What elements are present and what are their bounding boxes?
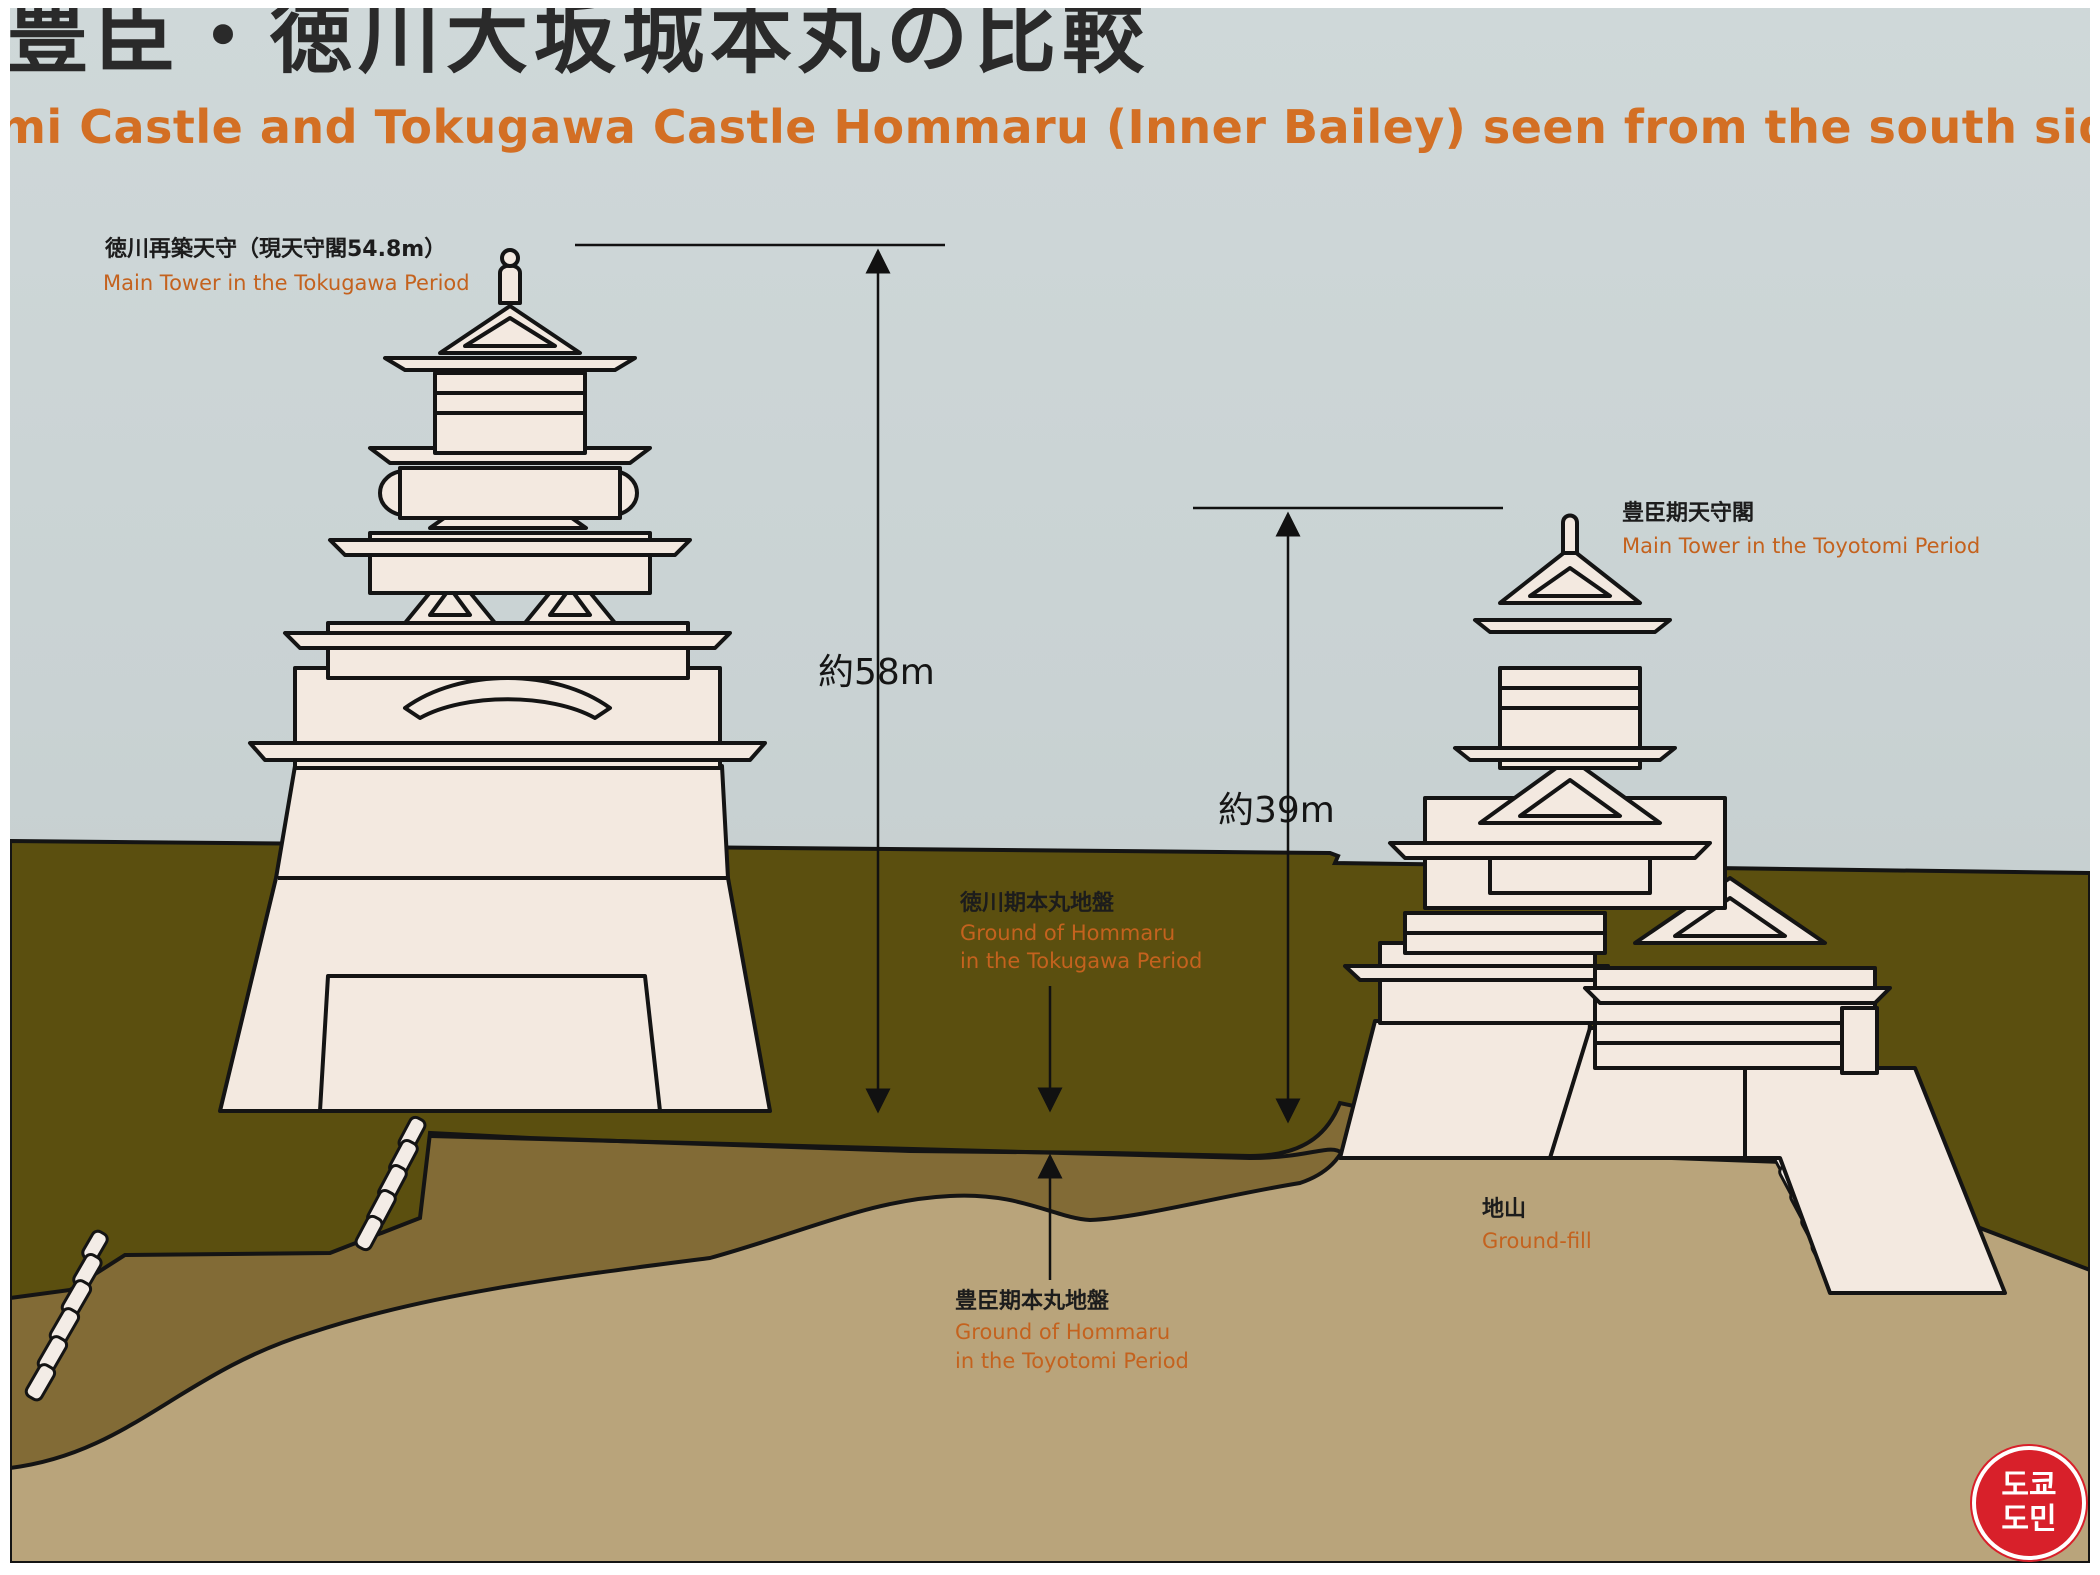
castle-cross-section	[10, 243, 2090, 1563]
tokugawa-ground-label-en-1: Ground of Hommaru	[960, 921, 1176, 945]
toyotomi-ground-label-jp: 豊臣期本丸地盤	[955, 1289, 1110, 1314]
toyotomi-ground-label-en-2: in the Toyotomi Period	[955, 1349, 1189, 1373]
stone-wall-middle	[354, 1115, 427, 1252]
watermark-badge: 도쿄 도민	[1972, 1446, 2086, 1560]
title-japanese: 豊臣・徳川大坂城本丸の比較	[10, 8, 1151, 85]
ground-fill-label-jp: 地山	[1482, 1197, 1527, 1222]
toyotomi-tower-label-en: Main Tower in the Toyotomi Period	[1622, 534, 1981, 558]
tokugawa-ground-label-en-2: in the Tokugawa Period	[960, 949, 1203, 973]
toyotomi-castle	[1338, 513, 2007, 1295]
watermark-line-1: 도쿄	[2001, 1468, 2057, 1503]
ground-fill-label-en: Ground-fill	[1482, 1229, 1592, 1253]
toyotomi-ground-line	[429, 1134, 1344, 1161]
stone-wall-left	[24, 1229, 109, 1402]
toyotomi-ground-label-en-1: Ground of Hommaru	[955, 1320, 1171, 1344]
tokugawa-ground-label-jp: 徳川期本丸地盤	[960, 891, 1115, 916]
diagram-panel: 豊臣・徳川大坂城本丸の比較 mi Castle and Tokugawa Cas…	[10, 8, 2090, 1563]
tokugawa-castle	[218, 248, 772, 1113]
toyotomi-tower-label-jp: 豊臣期天守閣	[1622, 501, 1755, 526]
watermark-line-2: 도민	[2001, 1502, 2057, 1537]
tokugawa-tower-label-jp: 徳川再築天守（現天守閣54.8m）	[105, 237, 447, 262]
tokugawa-height-label: 約58m	[818, 652, 935, 693]
tokugawa-tower-label-en: Main Tower in the Tokugawa Period	[103, 271, 470, 295]
title-english: mi Castle and Tokugawa Castle Hommaru (I…	[10, 100, 2090, 154]
measurements	[575, 243, 1503, 1280]
ground-fill-layer	[10, 1143, 2090, 1563]
toyotomi-height-label: 約39m	[1218, 790, 1335, 831]
